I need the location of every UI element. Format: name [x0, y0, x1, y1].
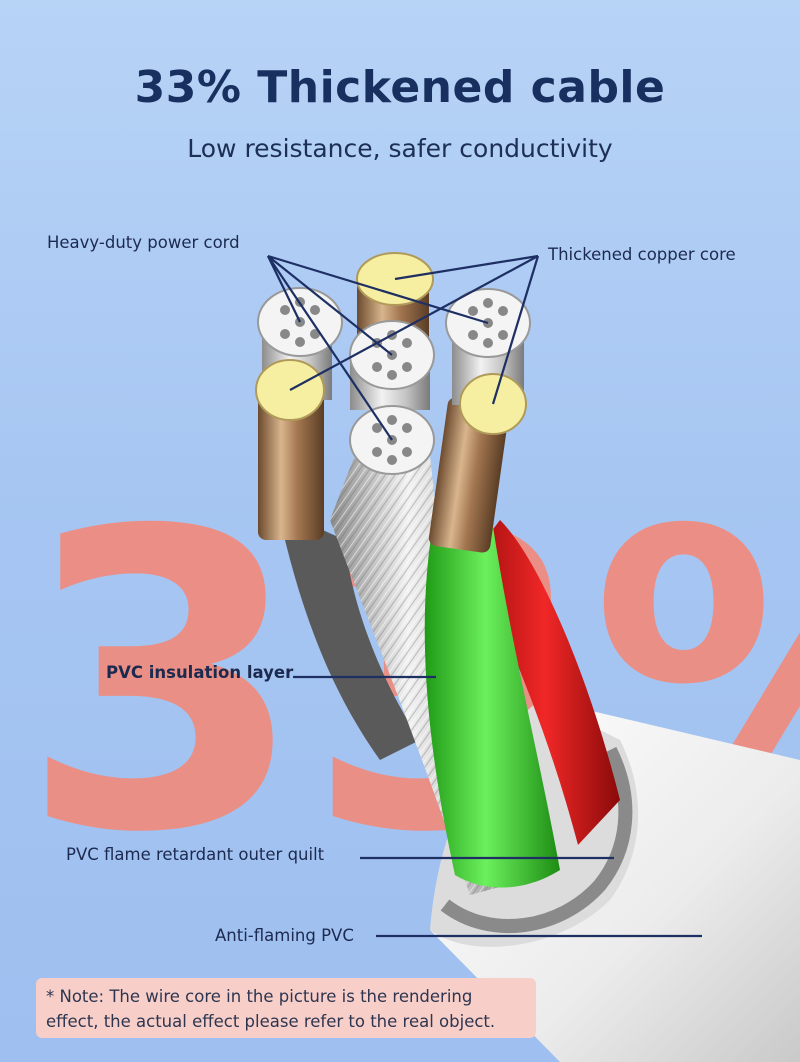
label-thickened-copper-core: Thickened copper core: [548, 245, 736, 264]
rendering-note: * Note: The wire core in the picture is …: [36, 978, 536, 1038]
red-wire: [470, 520, 620, 845]
label-heavy-duty-power-cord: Heavy-duty power cord: [47, 233, 240, 252]
green-wire: [424, 520, 560, 888]
label-pvc-insulation-layer: PVC insulation layer: [106, 663, 294, 682]
gray-wire: [278, 510, 420, 760]
pointer-lines: [267, 254, 702, 938]
page-subtitle: Low resistance, safer conductivity: [187, 134, 613, 163]
label-anti-flaming-pvc: Anti-flaming PVC: [215, 926, 354, 945]
label-pvc-flame-retardant-outer-quilt: PVC flame retardant outer quilt: [66, 845, 325, 864]
page-title: 33% Thickened cable: [134, 62, 666, 113]
